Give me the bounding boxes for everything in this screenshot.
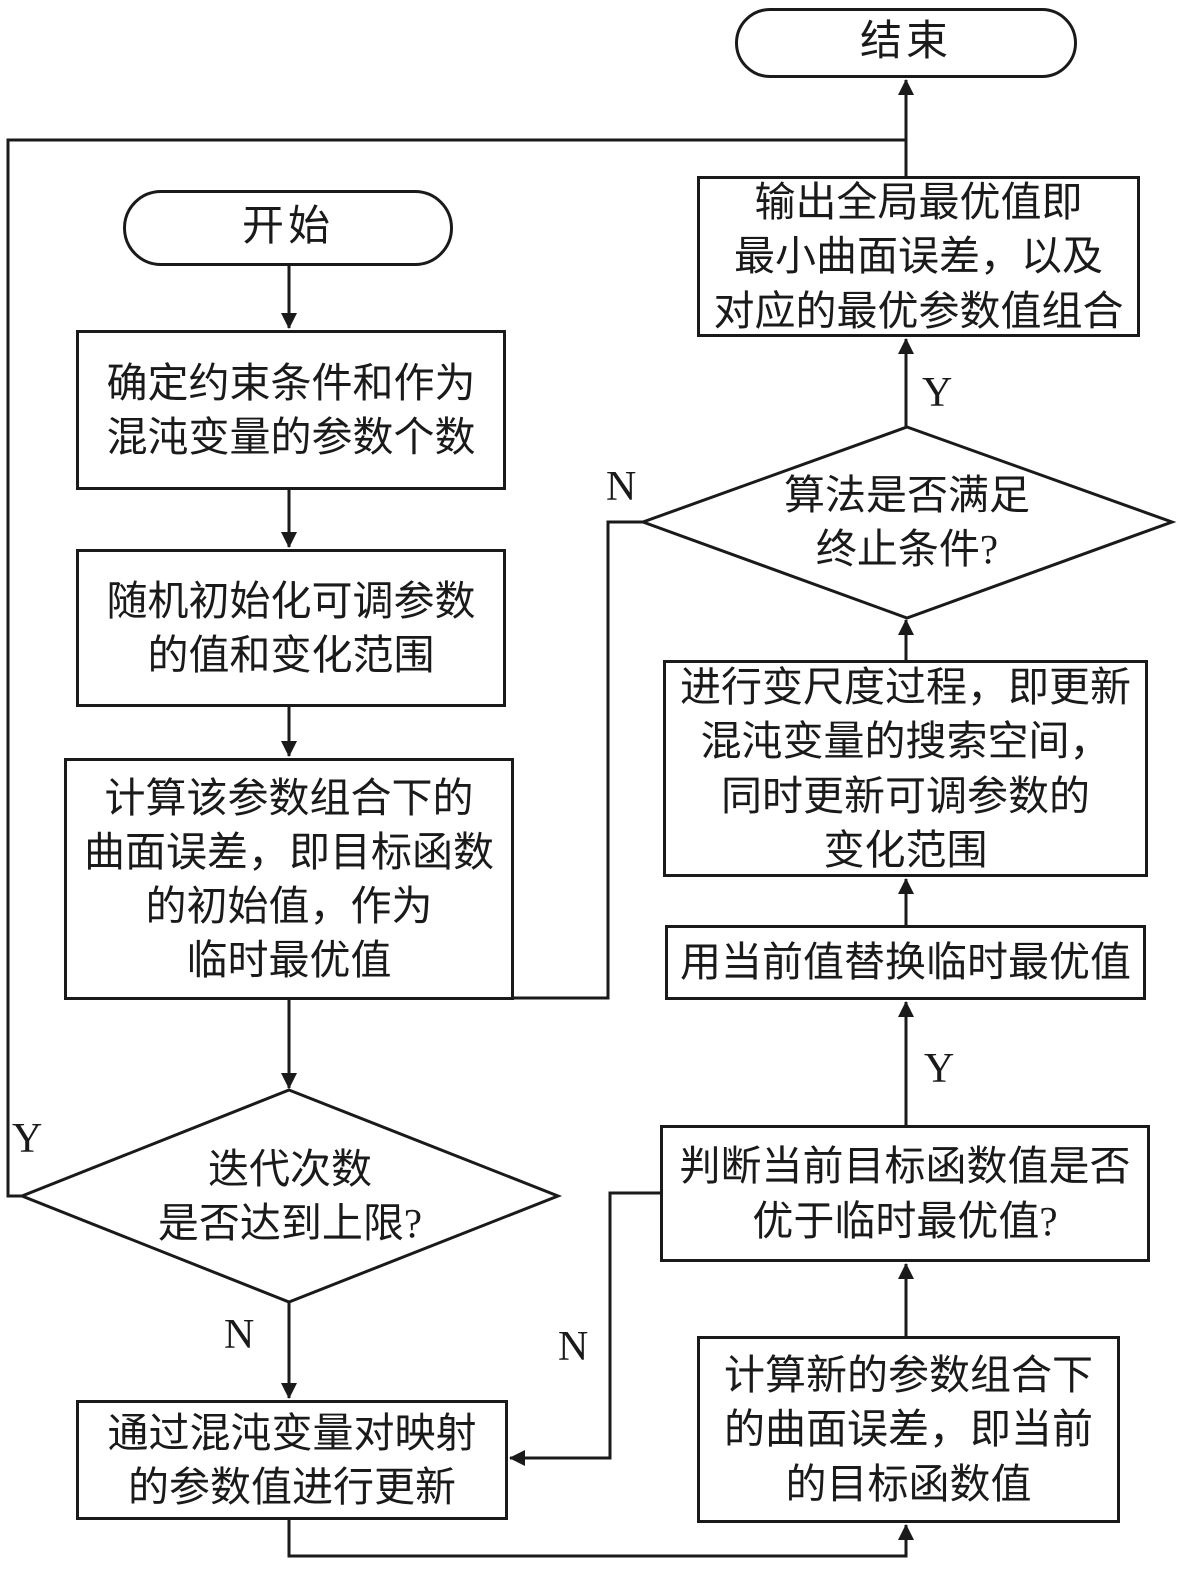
edge-label-iteration-yes: Y	[12, 1116, 43, 1162]
process-update-params: 通过混沌变量对映射 的参数值进行更新	[76, 1400, 508, 1520]
end-terminator: 结束	[735, 8, 1077, 78]
arrow-update-to-compute-new	[287, 1520, 914, 1558]
termination-decision-label: 算法是否满足 终止条件?	[784, 471, 1030, 572]
termination-decision-diamond	[638, 425, 1177, 620]
arrow-compare-no-to-update	[509, 1191, 660, 1466]
edge-label-iteration-no: N	[224, 1312, 255, 1358]
edge-label-compare-no: N	[558, 1324, 589, 1370]
process-compute-initial: 计算该参数组合下的 曲面误差，即目标函数 的初始值，作为 临时最优值	[64, 758, 514, 1000]
process-define-constraints: 确定约束条件和作为 混沌变量的参数个数	[76, 330, 506, 490]
edge-label-termination-yes: Y	[922, 370, 953, 416]
iteration-decision-label: 迭代次数 是否达到上限?	[157, 1145, 423, 1246]
process-compute-new: 计算新的参数组合下 的曲面误差，即当前 的目标函数值	[697, 1336, 1120, 1523]
start-terminator: 开始	[123, 190, 453, 266]
connector-iteration-yes-loop	[6, 138, 906, 1198]
process-output-best: 输出全局最优值即 最小曲面误差，以及 对应的最优参数值组合	[697, 176, 1140, 337]
edge-label-termination-no: N	[606, 464, 637, 510]
process-rescale: 进行变尺度过程，即更新 混沌变量的搜索空间， 同时更新可调参数的 变化范围	[663, 660, 1148, 877]
process-compare-check: 判断当前目标函数值是否 优于临时最优值?	[660, 1125, 1150, 1262]
process-replace-best: 用当前值替换临时最优值	[665, 925, 1146, 1000]
process-random-init: 随机初始化可调参数 的值和变化范围	[76, 549, 506, 707]
edge-label-compare-yes: Y	[924, 1046, 955, 1092]
iteration-decision-diamond	[17, 1088, 563, 1304]
